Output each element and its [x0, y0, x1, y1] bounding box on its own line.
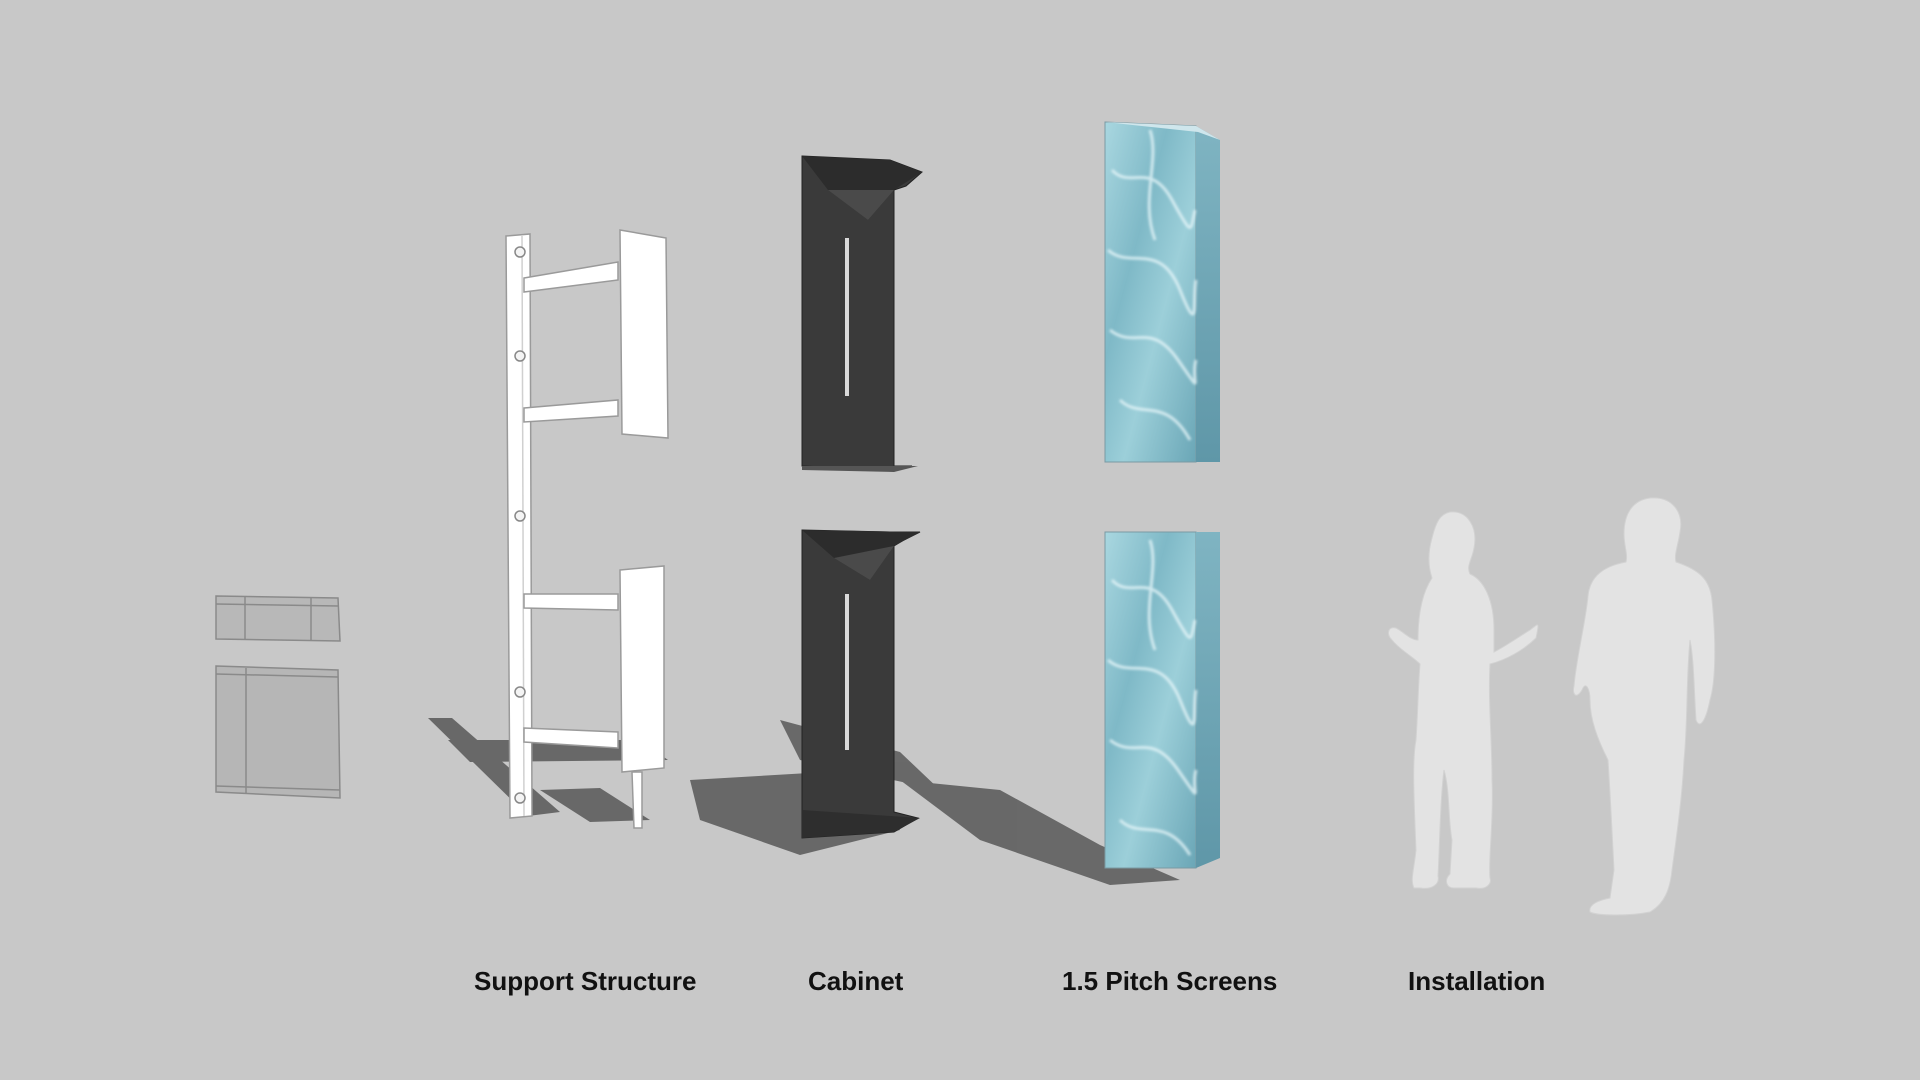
- cabinet-upper-slot: [845, 238, 849, 396]
- cabinet-upper: [801, 155, 923, 472]
- structure-post: [505, 233, 533, 819]
- screen-lower: [1104, 531, 1220, 869]
- wireframe-boxes: [215, 595, 341, 799]
- caption-pitch-screens: 1.5 Pitch Screens: [1062, 966, 1278, 996]
- wireframe-box-bottom: [215, 665, 341, 799]
- silhouette-man: [1573, 497, 1716, 916]
- structure-leg: [631, 771, 643, 829]
- caption-support-structure: Support Structure: [474, 966, 697, 996]
- installation-silhouettes: [1388, 497, 1716, 916]
- cabinet-lower-slot: [845, 594, 849, 750]
- support-structure: [505, 229, 669, 829]
- structure-arm-3: [523, 593, 619, 611]
- structure-arm-2: [523, 399, 619, 423]
- structure-plate-upper: [619, 229, 669, 439]
- structure-shadow-plate: [540, 788, 650, 822]
- caption-installation: Installation: [1408, 966, 1546, 996]
- silhouette-woman: [1388, 511, 1539, 889]
- structure-plate-lower: [619, 565, 665, 773]
- caption-cabinet: Cabinet: [808, 966, 904, 996]
- screen-upper: [1104, 121, 1220, 463]
- cabinet-lower: [801, 529, 921, 839]
- structure-arm-1: [523, 261, 619, 293]
- structure-arm-4: [523, 727, 619, 749]
- wireframe-box-top: [215, 595, 341, 642]
